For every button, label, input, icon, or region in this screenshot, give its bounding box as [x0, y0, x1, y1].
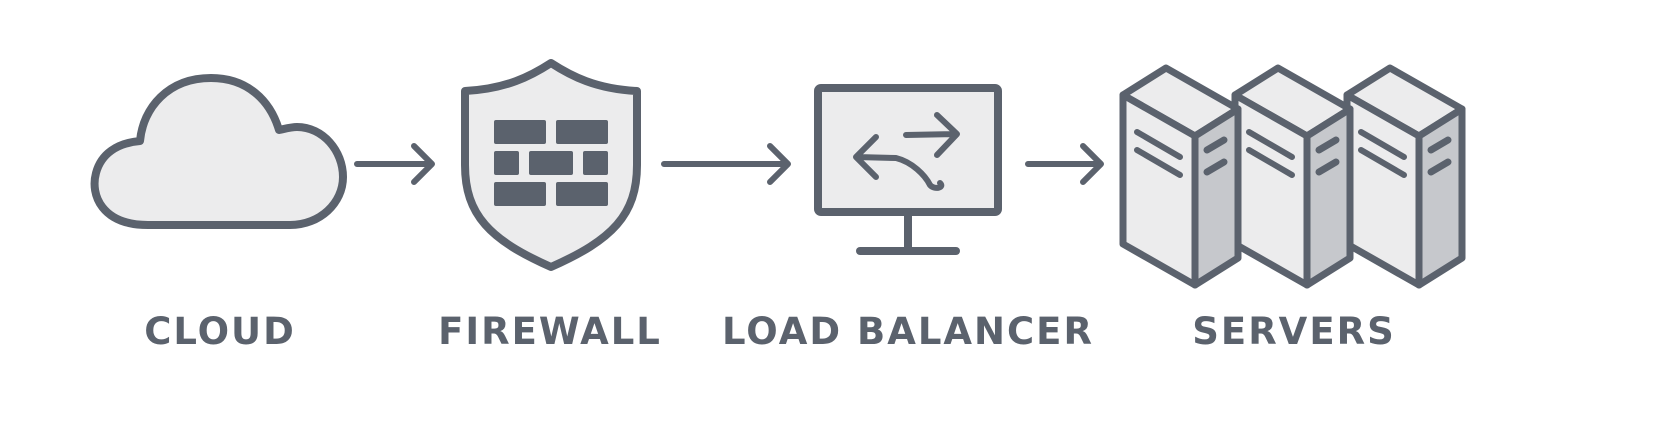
cloud-icon: [90, 74, 347, 229]
servers-label: SERVERS: [1192, 310, 1395, 353]
monitor-swap-arrows-icon: [814, 84, 1002, 255]
firewall-node: FIREWALL: [438, 59, 662, 353]
load-balancer-label: LOAD BALANCER: [722, 310, 1094, 353]
arrow-firewall-to-load-balancer: [661, 143, 791, 185]
arrow-load-balancer-to-servers: [1025, 143, 1104, 185]
arrow-right-icon: [1025, 143, 1104, 185]
arrow-right-icon: [661, 143, 791, 185]
firewall-label: FIREWALL: [438, 310, 662, 353]
cloud-label: CLOUD: [144, 310, 296, 353]
servers-node: SERVERS: [1123, 68, 1462, 353]
load-balancer-node: LOAD BALANCER: [722, 84, 1094, 353]
server-rack-icon: [1123, 68, 1462, 285]
shield-brick-wall-icon: [461, 59, 641, 271]
arrow-right-icon: [354, 143, 435, 185]
arrow-cloud-to-firewall: [354, 143, 435, 185]
cloud-node: CLOUD: [90, 74, 347, 353]
